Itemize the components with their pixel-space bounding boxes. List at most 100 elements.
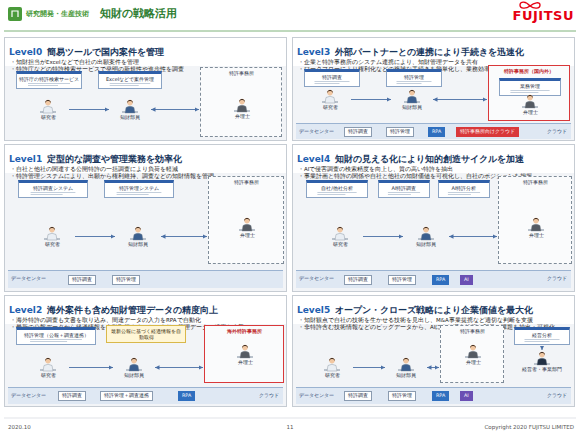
box-label: 特許管理 [392, 277, 412, 283]
level-number: Level5 [297, 305, 330, 315]
page-title: 知財の戦略活用 [100, 6, 177, 21]
role-label: 経営者・事業部門 [512, 366, 572, 372]
box-label: 業務管理 [502, 83, 558, 89]
screen-lines [502, 89, 558, 94]
person-icon [528, 217, 544, 232]
band-label: クラウド [259, 392, 279, 398]
service-chip: 特許事務所向けクラウド [456, 127, 519, 137]
person-icon [44, 226, 60, 241]
service-chip: 特許調査 [68, 275, 96, 285]
person-icon [234, 98, 250, 113]
screen-lines [101, 82, 159, 87]
panel-floor [5, 173, 286, 291]
role-label: 知財部員 [392, 104, 432, 110]
screen-lines [19, 82, 79, 87]
role-label: 研究者 [312, 372, 352, 378]
box-label: 特許管理 [389, 74, 439, 80]
person-icon [418, 226, 434, 241]
service-chip: RPA [432, 391, 449, 401]
level-panel: Level5オープン・クローズ戦略により企業価値を最大化・知財観点で自社の技術を… [292, 295, 575, 407]
box-label: RPA [436, 393, 445, 399]
box-label: 特許庁の特許検索サービス [19, 76, 79, 82]
person-figure: 知財部員 [114, 357, 154, 378]
panel-border [293, 145, 575, 292]
office-box: 特許事務所弁理士 [200, 67, 282, 137]
box-label: Excelなどで案件管理 [101, 76, 159, 82]
person-figure: 弁理士 [225, 344, 265, 365]
service-chip: 特許調査 [344, 391, 372, 401]
role-label: 研究者 [30, 241, 74, 247]
person-figure: 知財部員 [386, 357, 426, 378]
panel-floor [293, 173, 574, 291]
role-label: 弁理士 [509, 109, 551, 115]
person-figure: 研究者 [28, 357, 68, 378]
system-screen: 特許庁の特許検索サービス [16, 71, 82, 89]
band-label: クラウド [547, 392, 567, 398]
flow-arrow [151, 109, 199, 110]
header-icon [8, 7, 22, 21]
bullet-text: ・海外特許の調査も文書を取り込み、間違データの入力をRPAで自動化 [4, 317, 287, 324]
office-box: 特許事務所弁理士 [498, 176, 572, 264]
service-chip: 特許管理 [388, 275, 416, 285]
office-box: 海外特許事務所弁理士 [204, 325, 284, 383]
box-label: 特許調査システム [21, 185, 85, 191]
role-label: 知財部員 [404, 241, 448, 247]
bullet-text: ・知財担当がExcelなどで自社の出願案件を管理 [4, 59, 287, 66]
flow-arrow [75, 236, 115, 237]
screen-lines [381, 191, 427, 196]
flow-arrow [363, 236, 403, 237]
person-icon [324, 357, 340, 372]
person-figure: 研究者 [318, 226, 362, 247]
panel-floor [5, 324, 286, 406]
band-label: クラウド [547, 128, 567, 134]
box-label: 特許調査 [348, 277, 368, 283]
service-chip: 特許調査 [344, 127, 372, 137]
flow-arrow [433, 99, 487, 100]
box-label: 特許管理 [392, 393, 412, 399]
section-label: 研究開発・生産技術 [26, 9, 89, 19]
role-label: 弁理士 [221, 113, 263, 119]
box-label: AI [464, 277, 469, 283]
office-box: 特許事務所弁理士 [208, 176, 284, 264]
footer-rule [4, 418, 576, 419]
person-icon [237, 344, 253, 359]
screen-lines [309, 191, 365, 196]
header-rule [4, 31, 576, 32]
box-label: RPA [182, 393, 191, 399]
role-label: 知財部員 [114, 372, 154, 378]
screen-lines [107, 191, 171, 196]
infrastructure-band: データセンタークラウド特許調査特許管理RPA特許事務所向けクラウド [296, 123, 571, 139]
bullet-text: ・知財観点で自社の技術を生かせる技術を見出し、M&A事業提携など適切な判断を支援 [292, 317, 575, 324]
role-label: 研究者 [318, 241, 362, 247]
panel-frame [5, 145, 287, 292]
box-label: 特許調査 [348, 393, 368, 399]
person-icon [322, 89, 338, 104]
person-icon [122, 99, 138, 114]
box-label: AI特許分析 [441, 185, 487, 191]
screen-lines [517, 338, 567, 343]
system-screen: 業務管理 [499, 78, 561, 96]
level-panel: Level2海外案件も含め知財管理データの精度向上・海外特許の調査も文書を取り込… [4, 295, 287, 407]
panel-border [293, 296, 575, 407]
box-label: 特許事務所 [499, 179, 571, 185]
person-figure: 経営者・事業部門 [512, 351, 572, 372]
system-screen: AI特許調査 [378, 180, 430, 198]
system-screen: AI特許分析 [438, 180, 490, 198]
panel-heading: Level3外部パートナーとの連携により手続きを迅速化 [292, 37, 575, 59]
box-label: RPA [436, 277, 445, 283]
person-figure: 知財部員 [110, 99, 150, 120]
panel-frame [293, 145, 575, 292]
box-label: 特許事務所 [201, 70, 281, 76]
box-label: 特許事務所 [209, 179, 283, 185]
service-chip: 特許調査 [58, 391, 86, 401]
role-label: 研究者 [310, 104, 350, 110]
panel-floor [5, 66, 286, 140]
panel-border [293, 38, 575, 141]
box-label: 特許管理（公報＋調査連携） [19, 332, 93, 338]
person-icon [332, 226, 348, 241]
infrastructure-band: データセンタークラウド特許調査特許管理＋調査連携RPA [8, 387, 283, 404]
panel-floor [293, 324, 574, 406]
level-number: Level4 [297, 154, 330, 164]
band-label: データセンター [299, 392, 334, 398]
service-chip: RPA [432, 275, 449, 285]
